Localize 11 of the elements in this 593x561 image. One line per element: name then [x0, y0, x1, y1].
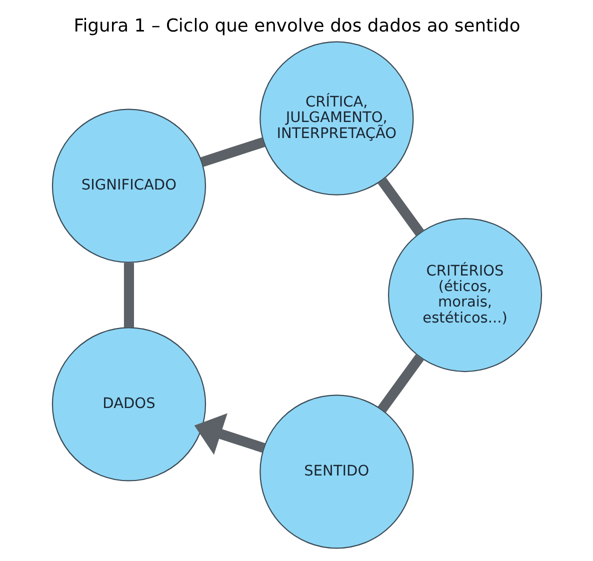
- diagram-title: Figura 1 – Ciclo que envolve dos dados ao sentido: [73, 16, 520, 37]
- node-circle: SENTIDO: [259, 394, 414, 549]
- node-circle: CRITÉRIOS (éticos, morais, estéticos...): [387, 218, 542, 372]
- node-circle: CRÍTICA, JULGAMENTO, INTERPRETAÇÃO: [259, 41, 414, 196]
- node-circle: DADOS: [51, 327, 206, 482]
- connector: [123, 262, 134, 328]
- connector: [377, 178, 424, 236]
- node-circle: SIGNIFICADO: [51, 108, 206, 263]
- connector: [377, 354, 424, 413]
- arrow: [194, 413, 265, 455]
- connector: [200, 137, 265, 167]
